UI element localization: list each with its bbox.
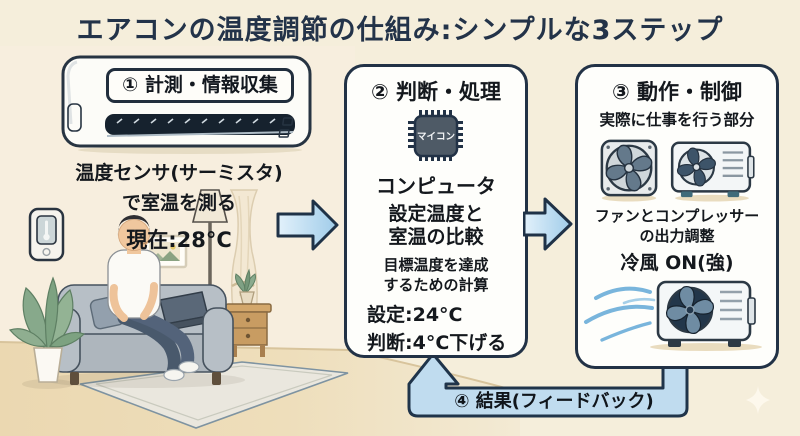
step1-caption: 温度センサ(サーミスタ) で室温を測る 現在:28°C bbox=[28, 158, 330, 254]
person-sitting bbox=[107, 215, 200, 382]
calc-line2: するための計算 bbox=[383, 275, 489, 294]
calc-line1: 目標温度を達成 bbox=[383, 256, 489, 275]
step1-label-box: ① 計測・情報収集 bbox=[106, 68, 294, 103]
step3-title: ③ 動作・制御 bbox=[611, 80, 743, 104]
compare-text: 設定温度と 室温の比較 bbox=[347, 203, 525, 249]
computer-label: コンピュータ bbox=[376, 174, 496, 198]
sparkle-decoration-icon bbox=[746, 386, 770, 414]
side-table bbox=[225, 268, 272, 357]
action-line1: ファンとコンプレッサー bbox=[594, 207, 760, 225]
action-text: ファンとコンプレッサー の出力調整 bbox=[578, 207, 776, 246]
sensor-caption-line2: で室温を測る bbox=[121, 192, 236, 214]
microcontroller-chip-icon: マイコン bbox=[408, 110, 463, 161]
action-line2: の出力調整 bbox=[639, 226, 715, 245]
potted-plant bbox=[8, 276, 86, 389]
sensor-caption-line1: 温度センサ(サーミスタ) bbox=[75, 162, 283, 184]
mode-text: 冷風 ON(強) bbox=[620, 252, 734, 274]
step3-card: ③ 動作・制御 実際に仕事を行う部分 bbox=[575, 64, 779, 369]
cold-air-wind-icon bbox=[584, 286, 656, 342]
current-temp-text: 現在:28°C bbox=[126, 228, 232, 252]
wall-thermostat-icon bbox=[28, 207, 65, 262]
outdoor-unit-blowing-icon bbox=[584, 280, 762, 351]
step2-title: ② 判断・処理 bbox=[370, 80, 502, 104]
page-title: エアコンの温度調節の仕組み:シンプルな3ステップ bbox=[76, 15, 724, 46]
flow-arrow-1-icon bbox=[276, 199, 339, 251]
outdoor-unit-icon bbox=[670, 141, 755, 202]
fan-icon bbox=[600, 139, 658, 202]
decision-text: 判断:4°C下げる bbox=[367, 331, 507, 354]
step2-card: ② 判断・処理 マイコン コンピュータ 設定温度と 室温の比較 bbox=[344, 64, 528, 358]
compare-line2: 室温の比較 bbox=[388, 226, 484, 249]
values-block: 設定:24°C 判断:4°C下げる bbox=[367, 302, 525, 357]
flow-arrow-2-icon bbox=[523, 197, 573, 251]
calc-text: 目標温度を達成 するための計算 bbox=[347, 256, 525, 295]
compare-line1: 設定温度と bbox=[388, 203, 484, 225]
step4-label: ④ 結果(フィードバック) bbox=[454, 391, 654, 412]
step3-subtitle: 実際に仕事を行う部分 bbox=[599, 111, 755, 129]
step3-icons-row bbox=[578, 135, 776, 203]
step1-label: ① 計測・情報収集 bbox=[122, 74, 278, 96]
set-temp-text: 設定:24°C bbox=[367, 304, 463, 327]
chip-label: マイコン bbox=[417, 132, 455, 143]
